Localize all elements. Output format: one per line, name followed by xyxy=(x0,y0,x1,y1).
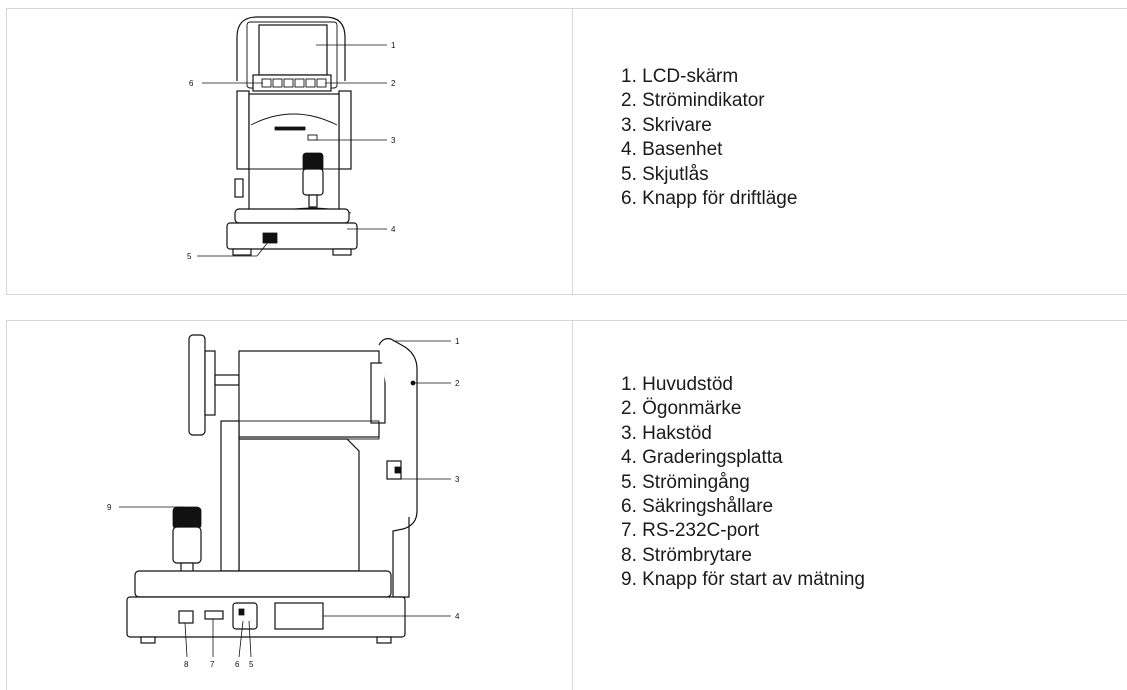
display-mount xyxy=(204,350,216,416)
joystick-head xyxy=(302,152,324,172)
lcd-screen xyxy=(258,24,328,76)
front-callout-6: 6 xyxy=(189,79,194,88)
legend-item: 2. Ögonmärke xyxy=(621,398,742,420)
legend-item: 1. Huvudstöd xyxy=(621,374,733,395)
side-callout-7: 7 xyxy=(210,660,215,669)
legend-item: 3. Hakstöd xyxy=(621,422,712,444)
side-view-legend-cell: 1. Huvudstöd 2. Ögonmärke 3. Hakstöd 4. … xyxy=(573,321,1127,690)
side-display-panel xyxy=(188,334,206,436)
button-strip xyxy=(252,74,332,92)
measuring-head xyxy=(238,350,380,438)
side-callout-8: 8 xyxy=(184,660,189,669)
slide-plate xyxy=(234,208,350,224)
side-callout-1: 1 xyxy=(455,337,460,346)
rating-plate xyxy=(274,602,324,630)
side-view-drawing: 1 2 3 4 5 6 7 8 9 xyxy=(107,334,460,669)
front-view-drawing: 1 2 3 4 5 6 xyxy=(187,16,396,261)
legend-item: 5. Strömingång xyxy=(621,471,750,493)
legend-item: 4. Graderingsplatta xyxy=(621,447,783,469)
legend-item: 8. Strömbrytare xyxy=(621,544,752,566)
foot-left xyxy=(232,248,252,256)
front-view-image-cell: 1 2 3 4 5 6 xyxy=(7,9,573,294)
printer-hood xyxy=(250,113,338,126)
side-callout-3: 3 xyxy=(455,475,460,484)
side-foot-left xyxy=(140,636,156,644)
side-callout-4: 4 xyxy=(455,612,460,621)
joystick-grip xyxy=(302,168,324,196)
side-foot-right xyxy=(376,636,392,644)
front-callout-4: 4 xyxy=(391,225,396,234)
slide-lock xyxy=(262,232,278,244)
front-callout-1: 1 xyxy=(391,41,396,50)
front-legend-list: 1. LCD-skärm 2. Strömindikator 3. Skriva… xyxy=(621,65,797,211)
legend-item: 7. RS-232C-port xyxy=(621,520,760,542)
front-callout-5: 5 xyxy=(187,252,192,261)
joystick-stem xyxy=(308,194,318,208)
side-slide-plate xyxy=(134,570,392,598)
left-pillar xyxy=(236,90,250,170)
body-back xyxy=(220,420,240,572)
printer-slot xyxy=(274,126,306,131)
display-arm xyxy=(214,374,240,386)
front-view-table: 1 2 3 4 5 6 1. LCD-skärm 2. Strömindikat… xyxy=(6,8,1127,295)
rs232c-port xyxy=(204,610,224,620)
chin-rest-knob xyxy=(394,466,402,474)
printer-lamp xyxy=(307,134,318,141)
legend-item: 1. LCD-skärm xyxy=(621,66,739,87)
legend-item: 6. Knapp för driftläge xyxy=(621,188,798,210)
legend-item: 5. Skjutlås xyxy=(621,163,709,185)
right-pillar xyxy=(338,90,352,170)
start-measure-button xyxy=(172,506,202,530)
legend-item: 4. Basenhet xyxy=(621,139,723,161)
legend-item: 6. Säkringshållare xyxy=(621,496,774,518)
power-switch xyxy=(178,610,194,624)
main-body xyxy=(238,438,360,572)
side-view-table: 1 2 3 4 5 6 7 8 9 1. Huvudstöd 2. Ögonmä… xyxy=(6,320,1127,690)
front-view-legend-cell: 1. LCD-skärm 2. Strömindikator 3. Skriva… xyxy=(573,9,1127,294)
fuse-holder xyxy=(238,608,245,616)
side-knob xyxy=(234,178,244,198)
side-callout-6: 6 xyxy=(235,660,240,669)
side-legend-list: 1. Huvudstöd 2. Ögonmärke 3. Hakstöd 4. … xyxy=(621,373,865,593)
head-front-cover xyxy=(370,362,386,424)
side-joystick-grip xyxy=(172,526,202,564)
headrest-frame xyxy=(378,338,418,598)
side-callout-9: 9 xyxy=(107,503,112,512)
side-callout-2: 2 xyxy=(455,379,460,388)
side-base-unit xyxy=(126,596,406,638)
side-callout-5: 5 xyxy=(249,660,254,669)
front-callout-2: 2 xyxy=(391,79,396,88)
power-inlet xyxy=(232,602,258,630)
legend-item: 3. Skrivare xyxy=(621,114,712,136)
base-unit xyxy=(226,222,358,250)
legend-item: 2. Strömindikator xyxy=(621,90,765,112)
front-body xyxy=(248,93,340,225)
side-view-image-cell: 1 2 3 4 5 6 7 8 9 xyxy=(7,321,573,690)
foot-right xyxy=(332,248,352,256)
front-callout-3: 3 xyxy=(391,136,396,145)
legend-item: 9. Knapp för start av mätning xyxy=(621,569,865,591)
